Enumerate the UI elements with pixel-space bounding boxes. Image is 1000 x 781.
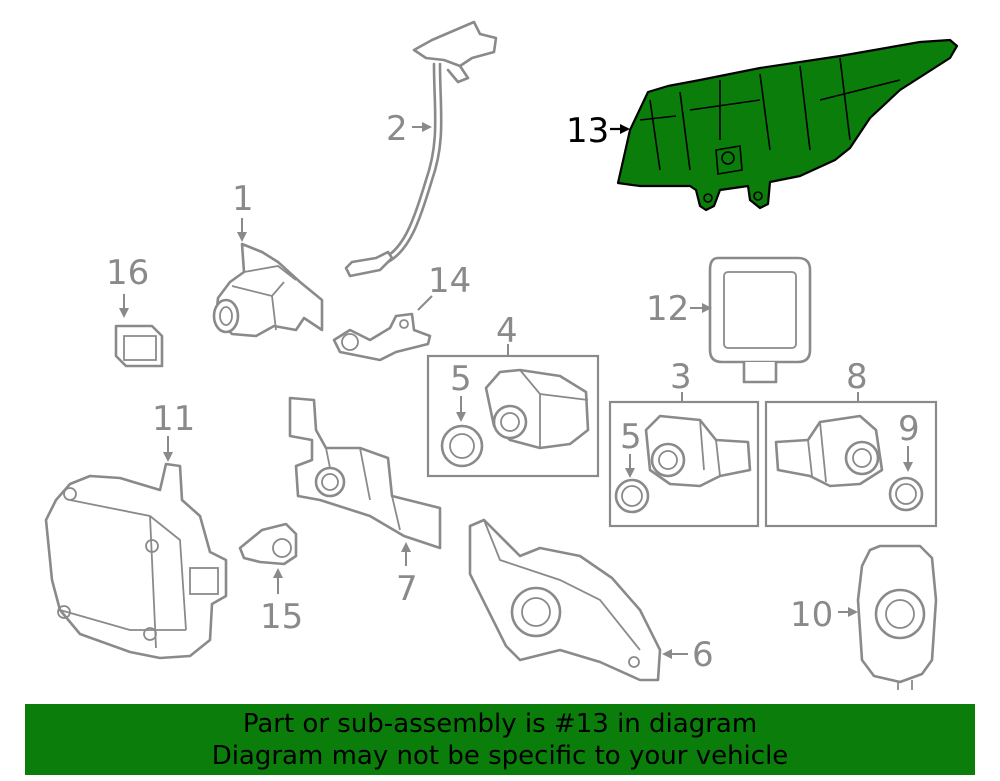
part-3-group[interactable] bbox=[608, 400, 760, 528]
part-7-bracket[interactable] bbox=[288, 396, 442, 550]
callout-11: 11 bbox=[152, 399, 195, 462]
svg-text:5: 5 bbox=[620, 417, 642, 457]
svg-text:8: 8 bbox=[846, 357, 868, 397]
part-1-camera[interactable] bbox=[212, 242, 324, 338]
callout-5b: 5 bbox=[620, 417, 642, 478]
part-13-bracket[interactable] bbox=[616, 38, 959, 212]
svg-text:7: 7 bbox=[396, 569, 418, 609]
part-6-bracket[interactable] bbox=[468, 518, 662, 682]
callout-4: 4 bbox=[496, 311, 518, 356]
callout-9: 9 bbox=[898, 409, 920, 472]
banner-line-1: Part or sub-assembly is #13 in diagram bbox=[242, 708, 758, 739]
callout-16: 16 bbox=[106, 253, 149, 318]
svg-text:12: 12 bbox=[646, 289, 689, 329]
banner-line-2: Diagram may not be specific to your vehi… bbox=[211, 740, 789, 771]
svg-text:11: 11 bbox=[152, 399, 195, 439]
callout-12: 12 bbox=[646, 289, 712, 329]
svg-text:15: 15 bbox=[260, 597, 303, 637]
callout-8: 8 bbox=[846, 357, 868, 402]
callout-1: 1 bbox=[232, 179, 254, 242]
svg-text:16: 16 bbox=[106, 253, 149, 293]
part-12-pad[interactable] bbox=[708, 256, 812, 384]
svg-text:9: 9 bbox=[898, 409, 920, 449]
info-banner-bg bbox=[25, 704, 975, 775]
svg-text:6: 6 bbox=[692, 635, 714, 675]
part-11-module[interactable] bbox=[44, 462, 228, 660]
callout-10: 10 bbox=[790, 595, 858, 635]
callout-14: 14 bbox=[417, 261, 471, 311]
part-14-sensor[interactable] bbox=[332, 312, 432, 362]
part-2-harness[interactable] bbox=[344, 20, 498, 278]
svg-text:3: 3 bbox=[670, 357, 692, 397]
svg-text:4: 4 bbox=[496, 311, 518, 351]
callout-13: 13 bbox=[566, 111, 630, 151]
callout-6: 6 bbox=[662, 635, 714, 675]
callout-5a: 5 bbox=[450, 359, 472, 422]
svg-text:5: 5 bbox=[450, 359, 472, 399]
part-15-sensor[interactable] bbox=[238, 522, 298, 566]
callout-13-number: 13 bbox=[566, 111, 609, 151]
callout-7: 7 bbox=[396, 542, 418, 609]
svg-text:14: 14 bbox=[428, 261, 471, 301]
svg-text:10: 10 bbox=[790, 595, 833, 635]
info-banner: Part or sub-assembly is #13 in diagram D… bbox=[25, 704, 975, 775]
svg-text:1: 1 bbox=[232, 179, 254, 219]
part-10-housing[interactable] bbox=[856, 544, 938, 690]
callout-3: 3 bbox=[670, 357, 692, 402]
callout-2: 2 bbox=[386, 109, 432, 149]
part-4-group[interactable] bbox=[426, 354, 600, 478]
part-8-group[interactable] bbox=[764, 400, 938, 528]
part-16-clip[interactable] bbox=[114, 324, 164, 368]
callout-15: 15 bbox=[260, 568, 303, 637]
svg-text:2: 2 bbox=[386, 109, 408, 149]
